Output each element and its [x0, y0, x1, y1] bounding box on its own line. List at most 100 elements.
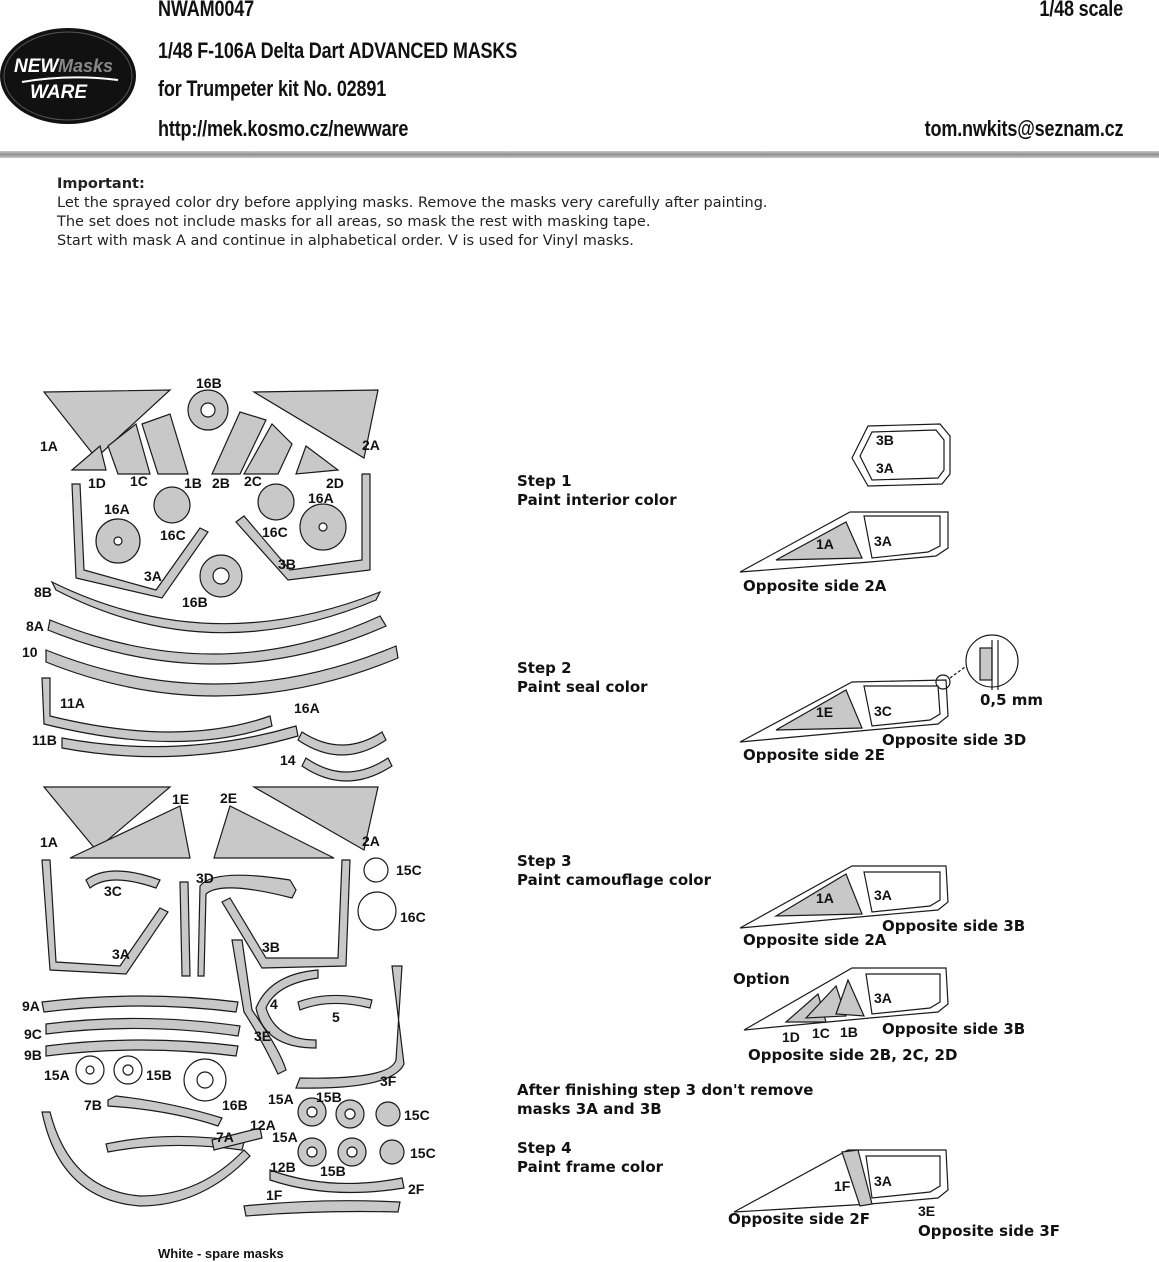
diag-label-3B: 3B: [876, 432, 894, 448]
step-1: Step 1 Paint interior color: [517, 472, 677, 510]
label-2E: 2E: [220, 790, 237, 806]
label-3F: 3F: [380, 1073, 397, 1089]
caption-option-opposite-right: Opposite side 3B: [882, 1020, 1026, 1038]
label-16C: 16C: [160, 527, 186, 543]
after-step-3-note: After finishing step 3 don't remove mask…: [517, 1081, 813, 1119]
label-1A: 1A: [40, 834, 58, 850]
label-16B: 16B: [222, 1097, 248, 1113]
step-4-title: Step 4: [517, 1139, 572, 1157]
label-3A: 3A: [144, 568, 162, 584]
mask-2D: [295, 445, 340, 475]
logo-ware-text: WARE: [30, 82, 88, 103]
label-3B: 3B: [262, 939, 280, 955]
diag-label-1C: 1C: [812, 1025, 830, 1041]
important-heading: Important:: [57, 176, 145, 192]
after-note-line: After finishing step 3 don't remove: [517, 1081, 814, 1099]
label-3A: 3A: [112, 946, 130, 962]
diag-label-3C: 3C: [874, 703, 892, 719]
mask-2B: [211, 411, 267, 475]
caption-option-opposite-bottom: Opposite side 2B, 2C, 2D: [748, 1046, 958, 1064]
label-11A: 11A: [60, 695, 85, 711]
diag-label-1A: 1A: [816, 890, 834, 906]
diag-label-3E: 3E: [918, 1203, 935, 1219]
mask-1D: [70, 444, 107, 471]
label-2A: 2A: [362, 437, 380, 453]
label-12A: 12A: [250, 1117, 276, 1133]
label-9C: 9C: [24, 1026, 42, 1042]
important-line: The set does not include masks for all a…: [57, 214, 651, 230]
label-3B: 3B: [278, 556, 296, 572]
mask-2C: [242, 423, 293, 475]
scale-label: 1/48 scale: [1039, 0, 1123, 21]
diag-label-3A: 3A: [874, 990, 892, 1006]
diag-label-1B: 1B: [840, 1024, 858, 1040]
mask-1E: [69, 805, 191, 859]
label-14: 14: [280, 752, 296, 768]
label-15C: 15C: [404, 1107, 430, 1123]
mask-1A-top: [42, 389, 172, 459]
label-11B: 11B: [32, 732, 57, 748]
mask-16B-hole: [200, 402, 216, 418]
label-15C: 15C: [396, 862, 422, 878]
caption-step1-opposite: Opposite side 2A: [743, 577, 887, 595]
step-4-text: Paint frame color: [517, 1158, 664, 1176]
diag-label-3A: 3A: [874, 533, 892, 549]
mask-1B: [141, 413, 189, 475]
important-line: Start with mask A and continue in alphab…: [57, 233, 634, 249]
step-3-title: Step 3: [517, 852, 572, 870]
mask-2A-top: [251, 389, 379, 459]
step-1-text: Paint interior color: [517, 491, 677, 509]
label-15B: 15B: [320, 1163, 346, 1179]
label-2B: 2B: [212, 475, 230, 491]
label-15B: 15B: [146, 1067, 172, 1083]
label-1B: 1B: [184, 475, 202, 491]
mask-1A-lower: [42, 786, 172, 851]
step-3-text: Paint camouflage color: [517, 871, 711, 889]
label-16A: 16A: [294, 700, 320, 716]
step-3: Step 3 Paint camouflage color: [517, 852, 711, 890]
label-15A: 15A: [44, 1067, 70, 1083]
after-note-line: masks 3A and 3B: [517, 1100, 662, 1118]
label-15A: 15A: [272, 1129, 298, 1145]
label-16A: 16A: [104, 501, 130, 517]
step-1-title: Step 1: [517, 472, 572, 490]
caption-seal-width: 0,5 mm: [980, 691, 1044, 709]
step-2-text: Paint seal color: [517, 678, 648, 696]
label-1C: 1C: [130, 473, 148, 489]
label-3E: 3E: [254, 1028, 271, 1044]
mask-2A-lower: [251, 786, 379, 851]
label-3C: 3C: [104, 883, 122, 899]
diag-label-1D: 1D: [782, 1029, 800, 1045]
important-notes: Important: Let the sprayed color dry bef…: [57, 175, 768, 251]
label-16A: 16A: [308, 490, 334, 506]
label-3D: 3D: [196, 870, 214, 886]
label-2D: 2D: [326, 475, 344, 491]
diag-label-1E: 1E: [816, 704, 833, 720]
spare-masks-note: White - spare masks: [158, 1246, 284, 1261]
diag-label-3A: 3A: [874, 1173, 892, 1189]
label-9B: 9B: [24, 1047, 42, 1063]
label-10: 10: [22, 644, 38, 660]
label-2A: 2A: [362, 833, 380, 849]
label-15B: 15B: [316, 1089, 342, 1105]
label-4: 4: [270, 996, 278, 1012]
kit-reference: for Trumpeter kit No. 02891: [158, 76, 387, 101]
caption-option: Option: [733, 970, 790, 988]
label-5: 5: [332, 1009, 340, 1025]
caption-step2-opposite-right: Opposite side 3D: [882, 731, 1027, 749]
product-code: NWAM0047: [158, 0, 254, 21]
mask-2E: [213, 805, 335, 859]
step-4: Step 4 Paint frame color: [517, 1139, 663, 1177]
label-7A: 7A: [216, 1129, 234, 1145]
email-link[interactable]: tom.nwkits@seznam.cz: [924, 116, 1123, 141]
diag-label-1F: 1F: [834, 1178, 851, 1194]
diag-label-1A: 1A: [816, 536, 834, 552]
caption-step4-opposite-right: Opposite side 3F: [918, 1222, 1061, 1240]
label-16B: 16B: [196, 375, 222, 391]
label-16C: 16C: [262, 524, 288, 540]
step-2-title: Step 2: [517, 659, 572, 677]
website-link[interactable]: http://mek.kosmo.cz/newware: [158, 116, 409, 141]
label-15A: 15A: [268, 1091, 294, 1107]
diag-label-3A: 3A: [876, 460, 894, 476]
label-8A: 8A: [26, 618, 44, 634]
